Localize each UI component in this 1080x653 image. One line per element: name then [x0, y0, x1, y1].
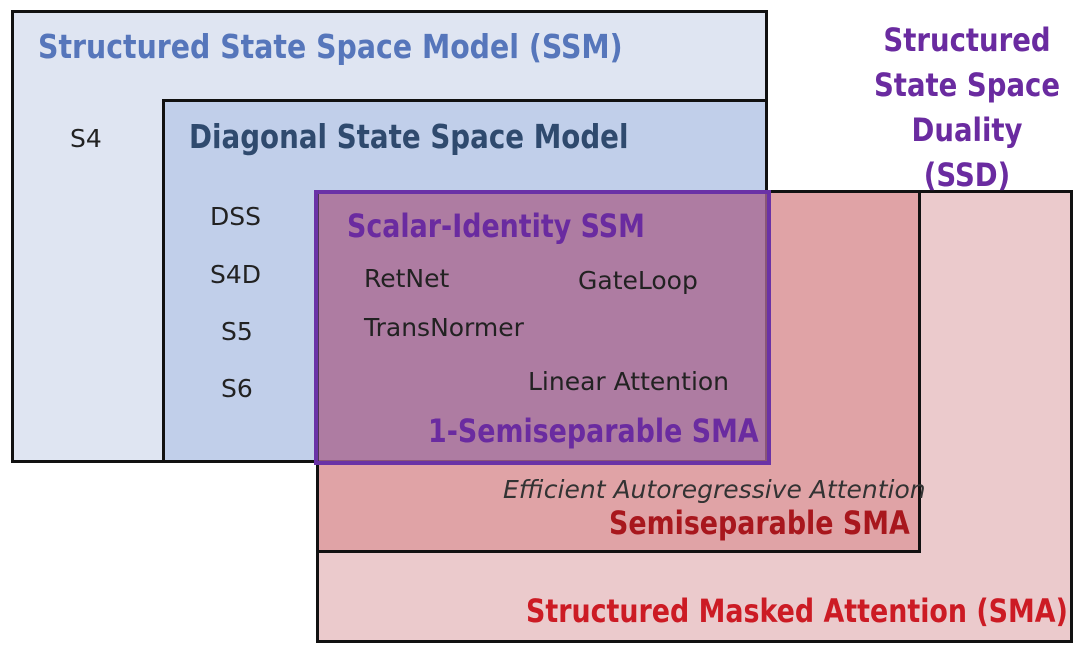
semiseparable-sma-heading: Semiseparable SMA: [609, 504, 910, 542]
diagonal-ssm-heading: Diagonal State Space Model: [189, 117, 629, 156]
model-s4d: S4D: [210, 260, 262, 289]
model-linear-attention: Linear Attention: [528, 367, 730, 396]
ssd-title-line2: State Space: [873, 66, 1061, 104]
efficient-autoregressive-attention-note: Efficient Autoregressive Attention: [503, 475, 926, 504]
sma-heading: Structured Masked Attention (SMA): [526, 592, 1068, 630]
model-transnormer: TransNormer: [364, 313, 524, 342]
model-retnet: RetNet: [364, 264, 450, 293]
ssm-heading: Structured State Space Model (SSM): [38, 27, 623, 66]
model-s4: S4: [70, 124, 102, 153]
model-dss: DSS: [210, 202, 261, 231]
model-s6: S6: [221, 374, 253, 403]
ssd-title-line1: Structured: [883, 21, 1051, 59]
scalar-identity-ssm-region: [314, 190, 771, 465]
ssd-title-line3: Duality (SSD): [911, 111, 1023, 194]
model-s5: S5: [221, 317, 253, 346]
one-semiseparable-sma-heading: 1-Semiseparable SMA: [428, 412, 759, 450]
scalar-identity-ssm-heading: Scalar-Identity SSM: [347, 207, 645, 245]
ssd-title: Structured State Space Duality (SSD): [856, 18, 1078, 198]
model-gateloop: GateLoop: [578, 266, 698, 295]
